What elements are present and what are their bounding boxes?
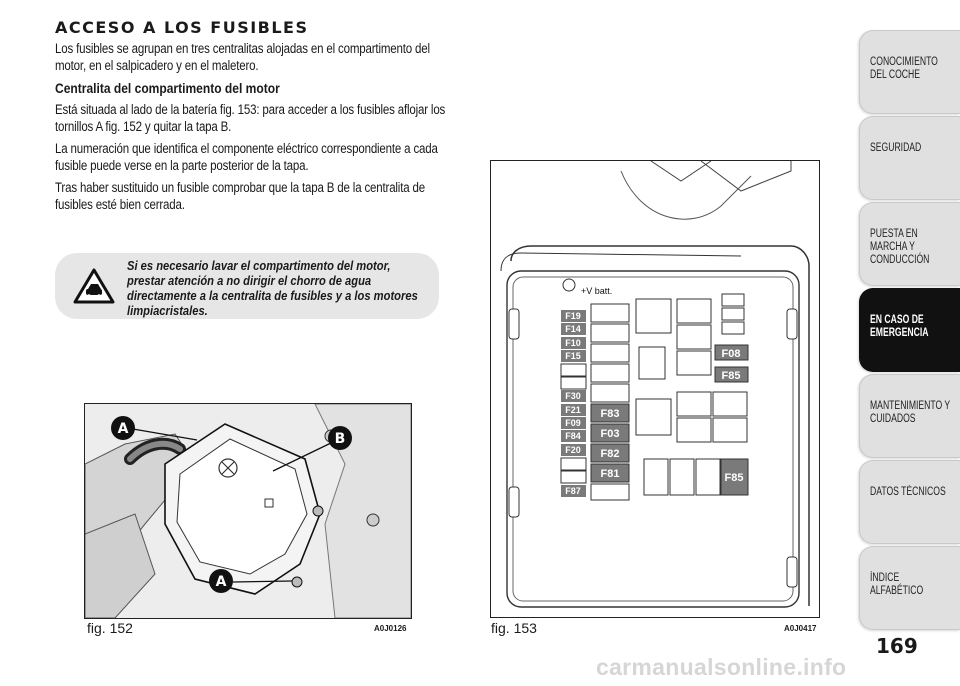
fuse-f85-large: F85 (725, 472, 744, 484)
page-number: 169 (876, 634, 918, 658)
fuse-f30: F30 (565, 391, 581, 401)
tab-conocimiento-del-coche[interactable]: CONOCIMIENTO DEL COCHE (859, 30, 960, 114)
relay-area: F08 F85 F85 (635, 293, 749, 496)
tab-label: CONOCIMIENTO DEL COCHE (870, 56, 938, 81)
middle-fuse-column: F83 F03 F82 F81 (590, 303, 630, 501)
paragraph-closing: Tras haber sustituido un fusible comprob… (55, 180, 425, 212)
fuse-f14: F14 (565, 324, 581, 334)
fuse-f84: F84 (565, 431, 581, 441)
tab-label: MANTENIMIENTO Y CUIDADOS (870, 400, 951, 425)
small-fuse-column: F19 F14 F10 F15 F30 F21 F09 F84 F20 F87 (560, 310, 587, 497)
section-title: ACCESO A LOS FUSIBLES (55, 18, 309, 37)
figure-152-fuse-box-cover: A B A (84, 403, 412, 619)
fuse-f21: F21 (565, 405, 581, 415)
fig153-code: A0J0417 (784, 624, 817, 633)
tab-indice-alfabetico[interactable]: ÍNDICE ALFABÉTICO (859, 546, 960, 630)
fuse-f87: F87 (565, 486, 581, 496)
tab-en-caso-de-emergencia[interactable]: EN CASO DE EMERGENCIA (859, 288, 960, 372)
fuse-f83: F83 (601, 408, 620, 420)
tab-label: DATOS TÉCNICOS (870, 486, 946, 498)
tab-puesta-en-marcha[interactable]: PUESTA EN MARCHA Y CONDUCCIÓN (859, 202, 960, 286)
callout-b: B (335, 431, 346, 447)
subsection-title: Centralita del compartimento del motor (55, 80, 280, 96)
tab-label: EN CASO DE EMERGENCIA (870, 314, 929, 339)
fuse-f09: F09 (565, 418, 581, 428)
tab-datos-tecnicos[interactable]: DATOS TÉCNICOS (859, 460, 960, 544)
fig153-caption: fig. 153 (491, 620, 537, 636)
figure-153-fuse-layout: +V batt. F19 F14 F10 F15 F30 F21 F09 F84… (490, 160, 820, 618)
callout-a-bottom: A (216, 574, 227, 590)
callout-a-top: A (118, 421, 129, 437)
text-column: ACCESO A LOS FUSIBLES Los fusibles se ag… (55, 18, 447, 219)
tab-label: ÍNDICE ALFABÉTICO (870, 572, 924, 597)
intro-paragraph: Los fusibles se agrupan en tres centrali… (55, 41, 430, 73)
fig152-code: A0J0126 (374, 624, 407, 633)
fuse-f15: F15 (565, 351, 581, 361)
fuse-f10: F10 (565, 338, 581, 348)
tab-mantenimiento[interactable]: MANTENIMIENTO Y CUIDADOS (859, 374, 960, 458)
paragraph-battery: Está situada al lado de la batería fig. … (55, 102, 446, 134)
car-wash-warning-icon (73, 268, 115, 304)
fuse-f19: F19 (565, 311, 581, 321)
fuse-f82: F82 (601, 448, 620, 460)
chapter-tabs: CONOCIMIENTO DEL COCHE SEGURIDAD PUESTA … (859, 30, 960, 632)
fuse-f03: F03 (601, 428, 620, 440)
paragraph-numbering: La numeración que identifica el componen… (55, 141, 438, 173)
fuse-box-cover-illustration: A B A (84, 403, 412, 619)
fuse-layout-diagram: +V batt. F19 F14 F10 F15 F30 F21 F09 F84… (500, 160, 810, 608)
warning-box: Si es necesario lavar el compartimento d… (55, 253, 439, 319)
tab-label: SEGURIDAD (870, 142, 922, 154)
watermark: carmanualsonline.info (596, 654, 847, 680)
fuse-f20: F20 (565, 445, 581, 455)
fuse-f08: F08 (722, 348, 741, 360)
fig152-caption: fig. 152 (87, 620, 133, 636)
fuse-f85-small: F85 (722, 370, 741, 382)
warning-text: Si es necesario lavar el compartimento d… (127, 258, 418, 318)
tab-seguridad[interactable]: SEGURIDAD (859, 116, 960, 200)
battery-label: +V batt. (581, 286, 612, 296)
tab-label: PUESTA EN MARCHA Y CONDUCCIÓN (870, 228, 930, 266)
fuse-f81: F81 (601, 468, 620, 480)
